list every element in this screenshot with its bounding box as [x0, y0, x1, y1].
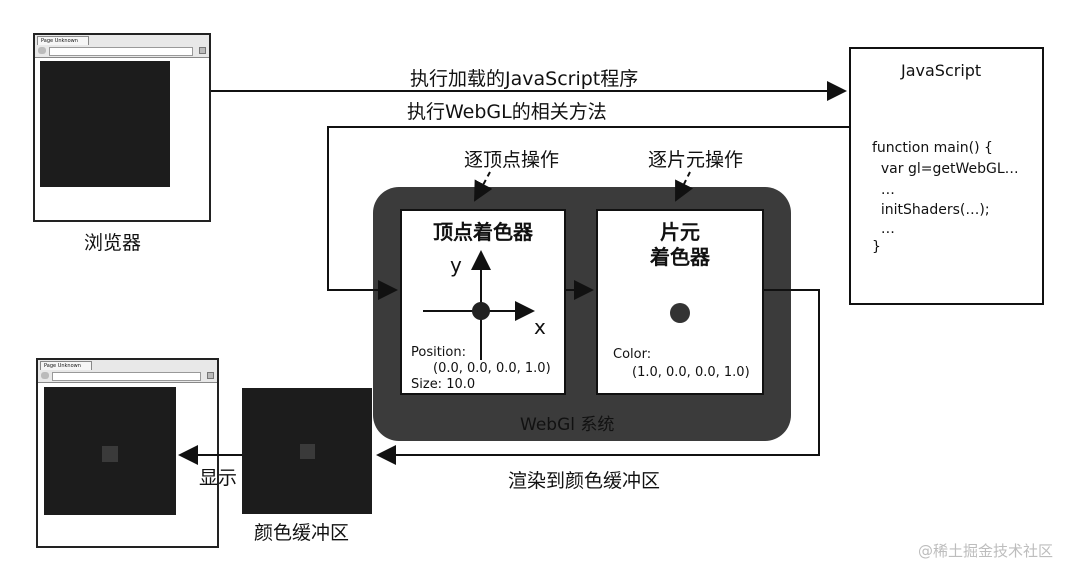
render-arrow — [376, 289, 820, 465]
display-label: 显示 — [199, 467, 238, 489]
code-line: function main() { — [872, 140, 993, 156]
watermark: @稀土掘金技术社区 — [918, 542, 1054, 560]
code-line: … — [872, 221, 895, 237]
fragment-shader-box: 片元 着色器 Color: (1.0, 0.0, 0.0, 1.0) — [596, 209, 764, 395]
browser-chrome: Page Unknown — [38, 360, 217, 383]
browser-window-bottom: Page Unknown — [36, 358, 219, 548]
vertex-point — [472, 302, 490, 320]
browser-canvas — [40, 61, 170, 187]
browser-tab: Page Unknown — [40, 361, 92, 370]
vertex-shader-title: 顶点着色器 — [433, 220, 533, 244]
vertex-shader-box: 顶点着色器 y x Position: (0.0, 0.0, 0.0, 1.0)… — [400, 209, 566, 395]
browser-window-top: Page Unknown — [33, 33, 211, 222]
axis-x-label: x — [534, 315, 546, 339]
render-to-buffer-label: 渲染到颜色缓冲区 — [508, 470, 661, 492]
back-icon — [38, 47, 46, 54]
code-line: initShaders(…); — [872, 202, 990, 218]
webgl-methods-label: 执行WebGL的相关方法 — [407, 101, 607, 123]
javascript-title: JavaScript — [901, 61, 982, 80]
code-line: } — [872, 239, 881, 255]
menu-icon — [207, 372, 214, 379]
menu-icon — [199, 47, 206, 54]
code-line: … — [872, 182, 895, 198]
per-fragment-pointer — [675, 171, 693, 202]
browser-label: 浏览器 — [84, 232, 142, 254]
per-fragment-label: 逐片元操作 — [648, 149, 744, 171]
back-icon — [41, 372, 49, 379]
javascript-box: JavaScript function main() { var gl=getW… — [849, 47, 1044, 305]
address-bar — [52, 372, 201, 381]
rendered-point — [102, 446, 118, 462]
color-buffer-label: 颜色缓冲区 — [254, 522, 350, 544]
per-vertex-pointer — [474, 171, 493, 202]
color-buffer-point — [300, 444, 315, 459]
position-value: (0.0, 0.0, 0.0, 1.0) — [433, 361, 551, 376]
browser-chrome: Page Unknown — [35, 35, 209, 58]
load-js-label: 执行加载的JavaScript程序 — [410, 68, 639, 90]
size-label: Size: 10.0 — [411, 377, 476, 392]
axis-y-label: y — [450, 253, 462, 277]
webgl-methods-arrow — [327, 126, 849, 300]
per-vertex-label: 逐顶点操作 — [464, 149, 560, 171]
webgl-system-label: WebGl 系统 — [520, 415, 615, 435]
code-line: var gl=getWebGL… — [872, 161, 1019, 177]
browser-tab: Page Unknown — [37, 36, 89, 45]
color-value: (1.0, 0.0, 0.0, 1.0) — [632, 365, 750, 380]
position-label: Position: — [411, 345, 466, 360]
fragment-point — [670, 303, 690, 323]
color-label: Color: — [613, 347, 652, 362]
fragment-shader-title: 片元 着色器 — [650, 220, 710, 269]
address-bar — [49, 47, 193, 56]
